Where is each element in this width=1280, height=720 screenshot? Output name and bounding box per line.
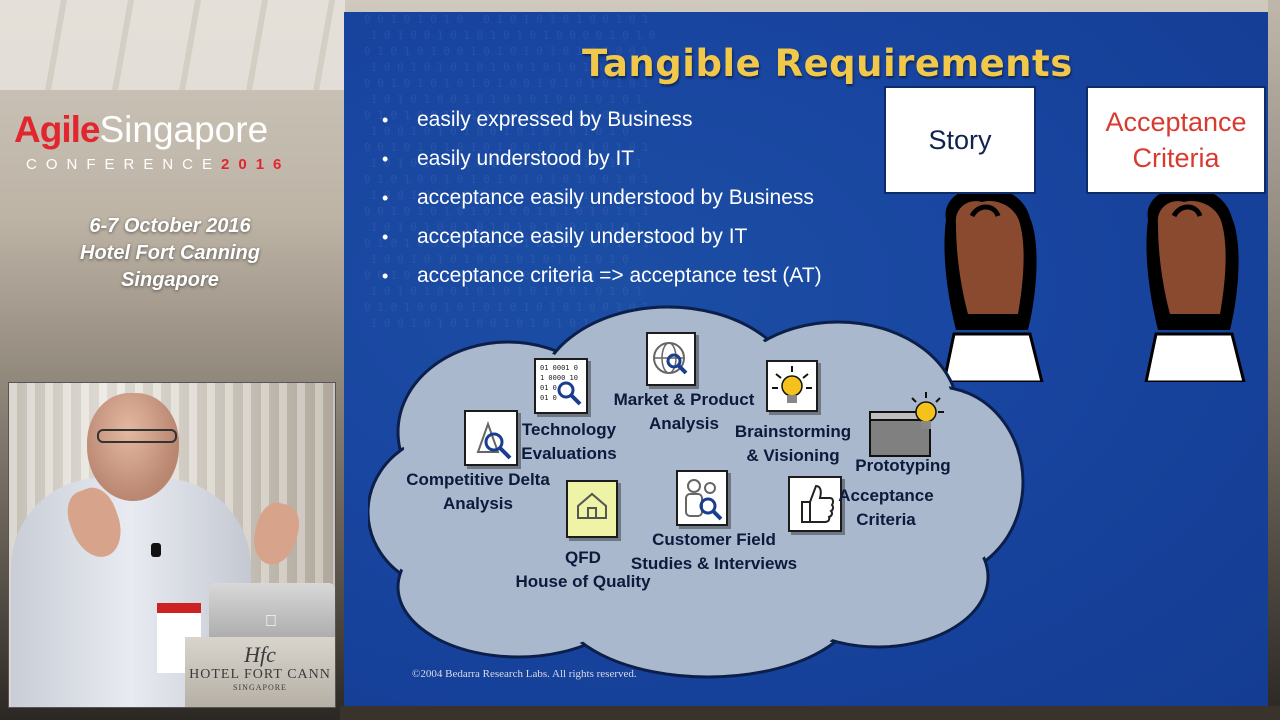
bullet-item: acceptance easily understood by IT [382,222,912,261]
label-line: Studies & Interviews [630,554,798,573]
podium-logo-mark: Hfc [244,642,276,667]
globe-search-icon [646,332,696,386]
brainstorming-visioning-label: Brainstorming & Visioning [728,420,858,468]
label-line: Customer Field [652,530,776,549]
binary-icon-line: 1 0000 10 [540,374,578,382]
thumbs-up-icon [788,476,842,532]
label-line: QFD [565,548,601,567]
event-venue: Hotel Fort Canning [80,242,260,264]
podium-hotel-name: HOTEL FORT CANN [189,667,331,682]
bullet-item: acceptance easily understood by Business [382,183,912,222]
speaker-glasses [97,429,177,443]
ceiling [0,0,345,90]
label-line: Evaluations [521,444,617,463]
label-line: House of Quality [515,572,651,591]
logo-agile-text: Agile [14,109,100,150]
bullet-list: easily expressed by Business easily unde… [382,105,912,300]
hand-holding-acceptance-icon [1144,188,1246,382]
competitive-delta-analysis-label: Competitive Delta Analysis [398,468,558,516]
podium-sign: Hfc HOTEL FORT CANN SINGAPORE [185,637,335,707]
acceptance-criteria-card: Acceptance Criteria [1086,86,1266,194]
label-line: Analysis [443,494,513,513]
lapel-microphone [151,543,161,557]
acceptance-card-label: Acceptance Criteria [1105,104,1246,176]
requirements-cloud: 01 0001 0 1 0000 10 01 0 01 0 [368,302,1028,692]
hand-holding-story-icon [942,188,1044,382]
market-product-analysis-label: Market & Product Analysis [604,388,764,436]
logo-conference-text: CONFERENCE [26,156,222,173]
logo-year-text: 2016 [221,156,291,173]
event-date: 6-7 October 2016 [89,215,251,237]
conference-logo-wordmark: AgileSingapore [14,108,334,152]
slide-title: Tangible Requirements [582,42,1073,85]
binary-icon-line: 01 0 [540,394,557,402]
label-line: Brainstorming [734,422,852,441]
label-line: Market & Product [613,390,755,409]
prototype-window-icon [868,390,958,460]
story-card: Story [884,86,1036,194]
room-edge-bottom [340,706,1280,720]
people-search-icon [676,470,728,526]
label-line: Analysis [649,414,719,433]
label-line: Prototyping [855,456,951,475]
binary-search-icon: 01 0001 0 1 0000 10 01 0 01 0 [534,358,588,414]
story-card-label: Story [928,125,992,155]
logo-singapore-text: Singapore [99,109,269,150]
logo-conference-line: CONFERENCE2016 [14,156,334,173]
event-city: Singapore [121,269,219,291]
label-line: Acceptance [838,486,934,505]
acceptance-card-line1: Acceptance [1105,107,1247,137]
conference-logo: AgileSingapore CONFERENCE2016 [14,108,334,173]
copyright-notice: ©2004 Bedarra Research Labs. All rights … [412,668,637,680]
apple-logo-icon:  [265,613,277,631]
bullet-item: acceptance criteria => acceptance test (… [382,261,912,300]
bullet-item: easily expressed by Business [382,105,912,144]
lightbulb-icon [766,360,818,412]
compare-search-icon [464,410,518,466]
label-line: Technology [521,420,617,439]
presentation-slide: 0 0 1 0 1 0 1 0 0 1 0 1 0 1 0 1 0 0 1 0 … [344,12,1268,706]
room-edge-right [1268,0,1280,720]
laptop:  [209,583,335,643]
cloud-shape [368,305,1025,679]
acceptance-card-line2: Criteria [1132,143,1220,173]
speaker-head [87,393,179,501]
qfd-house-of-quality-label: QFD House of Quality [508,546,658,594]
label-line: Competitive Delta [406,470,550,489]
binary-icon-line: 01 0 [540,384,557,392]
customer-field-studies-label: Customer Field Studies & Interviews [630,528,798,576]
podium-hotel-city: SINGAPORE [233,683,287,692]
bullet-item: easily understood by IT [382,144,912,183]
label-line: Criteria [856,510,916,529]
technology-evaluations-label: Technology Evaluations [504,418,634,466]
speaker-video:  Hfc HOTEL FORT CANN SINGAPORE [8,382,336,708]
event-info: 6-7 October 2016 Hotel Fort Canning Sing… [20,213,320,294]
prototyping-label: Prototyping [848,454,958,478]
binary-icon-line: 01 0001 0 [540,364,578,372]
house-of-quality-icon [566,480,618,538]
acceptance-criteria-label: Acceptance Criteria [836,484,936,532]
label-line: & Visioning [746,446,840,465]
